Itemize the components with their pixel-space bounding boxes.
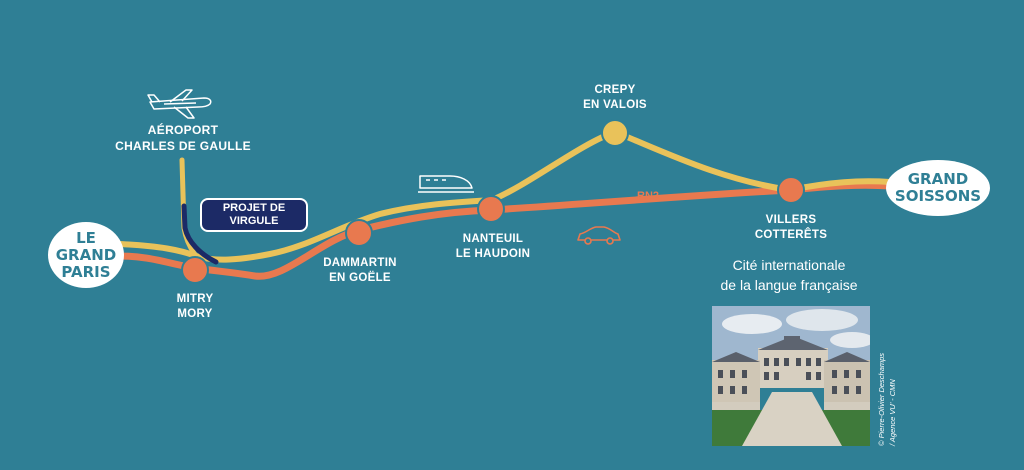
photo-credit: © Pierre-Olivier Deschamps / Agence VU’ …: [877, 352, 897, 446]
stop-villers: [777, 176, 805, 204]
stop-mitry-mory: [181, 256, 209, 284]
airplane-icon: [147, 89, 212, 119]
stop-nanteuil: [477, 195, 505, 223]
landmark-photo: [712, 306, 870, 446]
city-le-grand-paris: LE GRAND PARIS: [48, 222, 124, 288]
train-icon: [418, 175, 474, 193]
label-mitry-mory: MITRY MORY: [176, 293, 214, 320]
label-villers: VILLERS COTTERÊTS: [754, 214, 828, 241]
city-le-grand-paris-label: LE GRAND PARIS: [55, 228, 117, 281]
label-airport: AÉROPORT CHARLES DE GAULLE: [115, 123, 251, 153]
landmark-caption: Cité internationale de la langue françai…: [720, 257, 858, 293]
stop-dammartin: [345, 219, 373, 247]
projet-de-virgule-label: PROJET DE VIRGULE: [200, 198, 308, 232]
stop-crepy: [601, 119, 629, 147]
city-grand-soissons: GRAND SOISSONS: [886, 160, 990, 216]
rail-line: [117, 128, 893, 263]
label-crepy: CREPY EN VALOIS: [583, 84, 647, 111]
label-dammartin: DAMMARTIN EN GOËLE: [323, 257, 397, 284]
road-label-rn2: RN2: [637, 190, 660, 202]
label-nanteuil: NANTEUIL LE HAUDOIN: [455, 233, 531, 260]
virgule-line: [181, 203, 219, 265]
car-icon: [577, 226, 621, 245]
city-grand-soissons-label: GRAND SOISSONS: [894, 170, 982, 205]
